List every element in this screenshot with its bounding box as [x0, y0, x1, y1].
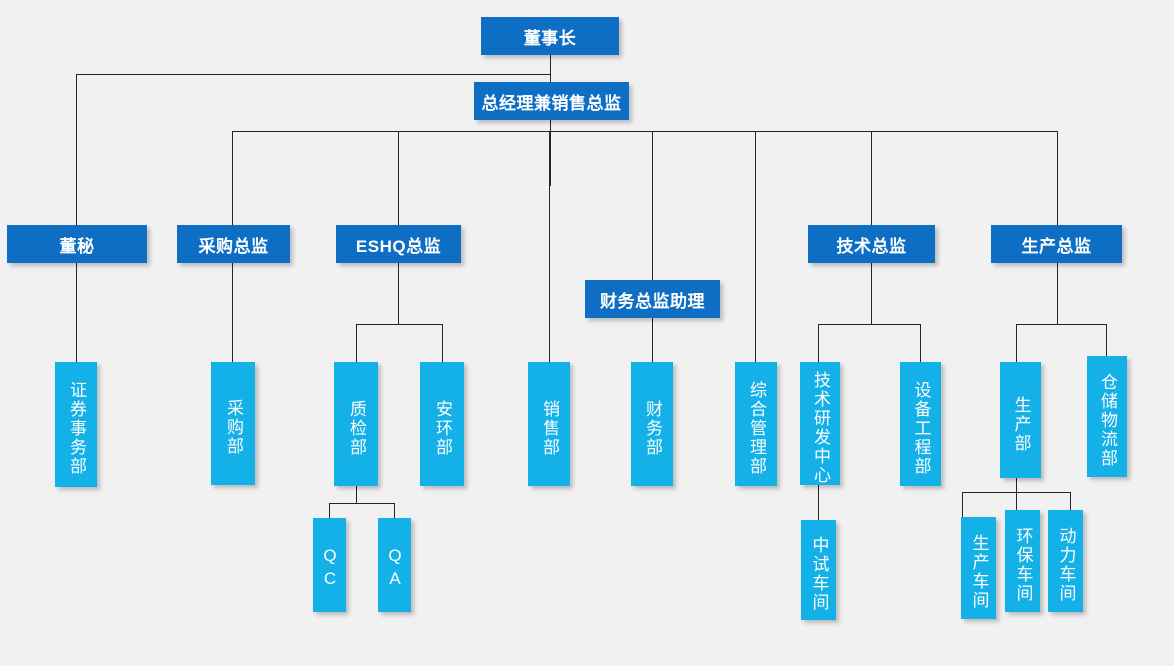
connector-technical-to-equipment	[920, 324, 921, 362]
node-purchasing-dept[interactable]: 采购部	[211, 362, 255, 485]
connector-gm-to-finance-branch	[652, 131, 653, 362]
connector-quality-bus	[329, 503, 395, 504]
connector-quality-to-qc	[329, 503, 330, 518]
node-warehouse-logistics[interactable]: 仓储物流部	[1087, 356, 1127, 477]
node-securities-affairs[interactable]: 证券事务部	[55, 362, 97, 487]
connector-gm-to-production-director	[1057, 131, 1058, 225]
connector-gm-to-sales-dept	[549, 131, 550, 362]
node-production-workshop[interactable]: 生产车间	[961, 517, 996, 619]
connector-production-to-warehouse	[1106, 324, 1107, 356]
connector-production-stem	[1057, 263, 1058, 324]
connector-gm-bus	[232, 131, 1058, 132]
connector-chairman-stem	[550, 55, 551, 186]
connector-gm-to-purchasing-director	[232, 131, 233, 225]
connector-purchasing-director-to-dept	[232, 263, 233, 362]
node-general-admin[interactable]: 综合管理部	[735, 362, 777, 486]
connector-gm-to-general-admin	[755, 131, 756, 362]
node-finance-dept[interactable]: 财务部	[631, 362, 673, 486]
connector-gm-to-eshq-director	[398, 131, 399, 225]
node-safety-env[interactable]: 安环部	[420, 362, 464, 486]
node-power-workshop[interactable]: 动力车间	[1048, 510, 1083, 612]
connector-quality-stem	[356, 486, 357, 503]
connector-quality-to-qa	[394, 503, 395, 518]
node-board-secretary[interactable]: 董秘	[7, 225, 147, 263]
node-qc[interactable]: QC	[313, 518, 346, 612]
node-production-director[interactable]: 生产总监	[991, 225, 1122, 263]
node-equipment-eng[interactable]: 设备工程部	[900, 362, 941, 486]
connector-to-power-workshop	[1070, 492, 1071, 510]
node-eshq-director[interactable]: ESHQ总监	[336, 225, 461, 263]
connector-production-to-dept	[1016, 324, 1017, 362]
connector-technical-to-rd	[818, 324, 819, 362]
node-purchasing-director[interactable]: 采购总监	[177, 225, 290, 263]
node-rd-center[interactable]: 技术研发中心	[800, 362, 840, 485]
node-production-dept[interactable]: 生产部	[1000, 362, 1041, 478]
node-chairman[interactable]: 董事长	[481, 17, 619, 55]
connector-eshq-to-quality	[356, 324, 357, 362]
node-sales-dept[interactable]: 销售部	[528, 362, 570, 486]
connector-chairman-bus	[76, 74, 551, 75]
node-env-workshop[interactable]: 环保车间	[1005, 510, 1040, 612]
connector-production-bus	[1016, 324, 1106, 325]
node-general-manager[interactable]: 总经理兼销售总监	[474, 82, 629, 120]
connector-to-production-workshop	[962, 492, 963, 517]
node-quality-inspection[interactable]: 质检部	[334, 362, 378, 486]
node-finance-assistant[interactable]: 财务总监助理	[585, 280, 720, 318]
connector-to-board-secretary	[76, 74, 77, 225]
connector-eshq-stem	[398, 263, 399, 324]
node-pilot-workshop[interactable]: 中试车间	[801, 520, 836, 620]
connector-production-dept-stem	[1016, 477, 1017, 492]
connector-eshq-bus	[356, 324, 443, 325]
connector-rd-to-pilot-workshop	[818, 484, 819, 520]
connector-eshq-to-safety	[442, 324, 443, 362]
node-technical-director[interactable]: 技术总监	[808, 225, 935, 263]
node-qa[interactable]: QA	[378, 518, 411, 612]
connector-to-env-workshop	[1016, 492, 1017, 510]
connector-technical-stem	[871, 263, 872, 324]
connector-gm-to-technical-director	[871, 131, 872, 225]
connector-technical-bus	[818, 324, 920, 325]
connector-board-secretary-to-securities	[76, 263, 77, 362]
